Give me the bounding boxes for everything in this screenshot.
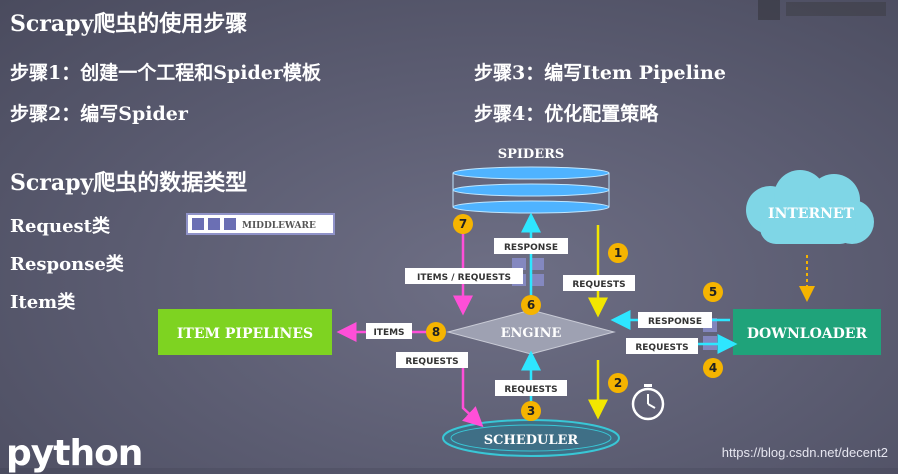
downloader-component: DOWNLOADER: [733, 309, 881, 355]
label-box-response-right: [638, 312, 712, 328]
label-response-right: RESPONSE: [648, 317, 702, 327]
step-circle-3: [521, 401, 541, 421]
step-number-1: 1: [614, 246, 622, 260]
step-4: 步骤4：优化配置策略: [474, 103, 659, 125]
label-box-items-requests: [405, 268, 523, 284]
label-response-top: RESPONSE: [504, 243, 558, 253]
engine-component: ENGINE: [446, 309, 616, 355]
type-request: Request类: [10, 216, 110, 237]
label-items-requests: ITEMS / REQUESTS: [417, 273, 511, 283]
step-circle-7: [453, 214, 473, 234]
arrow-step-8-requests: [461, 356, 484, 428]
label-box-requests-right: [626, 338, 698, 354]
label-items: ITEMS: [373, 328, 404, 338]
label-box-requests-left: [396, 352, 468, 368]
step-circle-6: [521, 295, 541, 315]
step-number-2: 2: [614, 376, 622, 390]
middleware-label: MIDDLEWARE: [242, 221, 316, 231]
label-requests-left: REQUESTS: [405, 357, 458, 367]
step-1: 步骤1：创建一个工程和Spider模板: [10, 62, 321, 84]
internet-cloud: INTERNET: [746, 170, 874, 244]
data-types-heading: Scrapy爬虫的数据类型: [10, 170, 248, 196]
step-number-4: 4: [709, 361, 717, 375]
item-pipelines-component: ITEM PIPELINES: [158, 309, 332, 355]
scheduler-component: SCHEDULER: [442, 419, 620, 457]
spiders-label: SPIDERS: [498, 147, 565, 162]
label-requests-bottom: REQUESTS: [504, 385, 557, 395]
step-circle-8: [426, 322, 446, 342]
scheduler-label: SCHEDULER: [484, 433, 579, 448]
step-2: 步骤2：编写Spider: [10, 103, 188, 125]
step-3: 步骤3：编写Item Pipeline: [474, 62, 726, 84]
label-box-items: [366, 323, 412, 339]
label-requests-right: REQUESTS: [635, 343, 688, 353]
step-number-8: 8: [432, 325, 440, 339]
label-box-requests-top: [563, 275, 635, 291]
item-pipelines-label: ITEM PIPELINES: [177, 326, 313, 342]
step-circle-1: [608, 243, 628, 263]
step-number-3: 3: [527, 404, 535, 418]
label-box-response-top: [494, 238, 568, 254]
brand-logo: [758, 0, 886, 20]
step-number-5: 5: [709, 285, 717, 299]
step-circle-2: [608, 373, 628, 393]
watermark-url: https://blog.csdn.net/decent2: [721, 445, 888, 460]
page-title: Scrapy爬虫的使用步骤: [10, 11, 248, 37]
label-requests-top: REQUESTS: [572, 280, 625, 290]
downloader-label: DOWNLOADER: [747, 326, 868, 342]
type-item: Item类: [10, 292, 76, 313]
step-circle-5: [703, 282, 723, 302]
engine-label: ENGINE: [501, 326, 562, 341]
label-box-requests-bottom: [495, 380, 567, 396]
step-circle-4: [703, 358, 723, 378]
python-logo: python: [6, 433, 143, 474]
timer-icon: [631, 384, 665, 421]
spiders-component: SPIDERS: [452, 147, 610, 214]
internet-label: INTERNET: [768, 206, 855, 222]
middleware-legend: MIDDLEWARE: [186, 213, 335, 235]
type-response: Response类: [10, 254, 124, 275]
step-number-6: 6: [527, 298, 535, 312]
step-number-7: 7: [459, 217, 467, 231]
